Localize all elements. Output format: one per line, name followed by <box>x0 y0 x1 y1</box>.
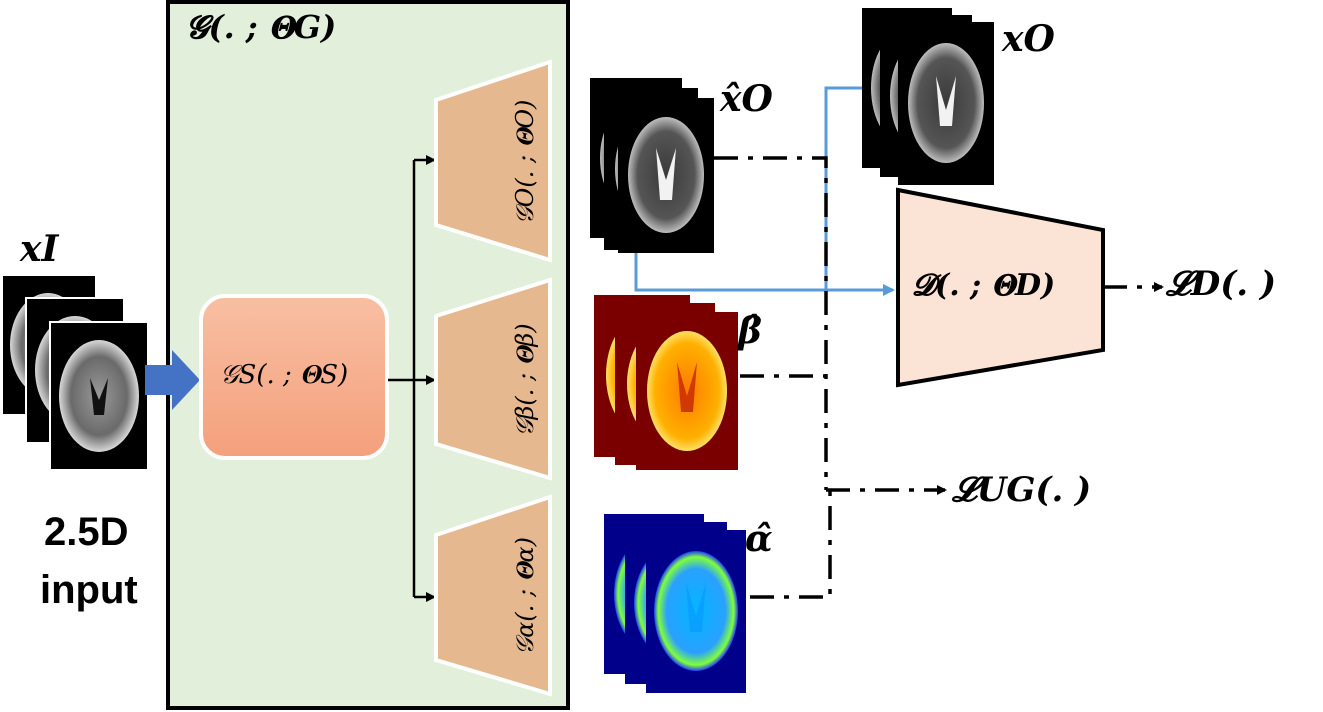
head-beta-block <box>434 277 552 481</box>
head-o-block <box>434 59 552 263</box>
alpha-hat-label: 𝜶̂ <box>745 518 773 560</box>
beta-image-stack <box>594 295 738 470</box>
x-hat-image-stack <box>590 78 714 253</box>
x-hat-label: 𝒙̂O <box>720 78 773 120</box>
discriminator-block <box>896 187 1105 388</box>
generator-title: 𝓖(. ; 𝚯G) <box>186 8 337 46</box>
alpha-image-stack <box>604 514 746 693</box>
head-o-label: 𝒢O(. ; 𝚯O) <box>511 99 539 225</box>
input-caption-line2: input <box>40 568 138 612</box>
shared-encoder-label: 𝒢S(. ; 𝚯S) <box>220 360 349 390</box>
head-beta-label: 𝒢β(. ; 𝚯β) <box>511 323 539 437</box>
beta-hat-label: 𝜷̂ <box>738 310 762 352</box>
input-caption-line1: 2.5D <box>44 510 129 554</box>
loss-ug-label: 𝓛UG(. ) <box>952 470 1092 510</box>
x-real-image-stack <box>862 8 994 185</box>
shared-encoder-block <box>199 294 389 460</box>
loss-d-label: 𝓛D(. ) <box>1166 264 1277 304</box>
blue-connectors <box>634 86 895 296</box>
discriminator-label: 𝓓(. ; 𝚯D) <box>912 268 1056 303</box>
head-alpha-label: 𝒢α(. ; 𝚯α) <box>511 537 539 655</box>
input-symbol: 𝒙I <box>20 228 59 270</box>
x-real-label: 𝒙O <box>1002 18 1055 60</box>
branch-connectors <box>388 155 436 602</box>
input-arrow <box>145 350 200 410</box>
head-alpha-block <box>434 494 552 697</box>
input-image-stack <box>1 274 149 471</box>
dashdot-connectors <box>714 156 1164 599</box>
